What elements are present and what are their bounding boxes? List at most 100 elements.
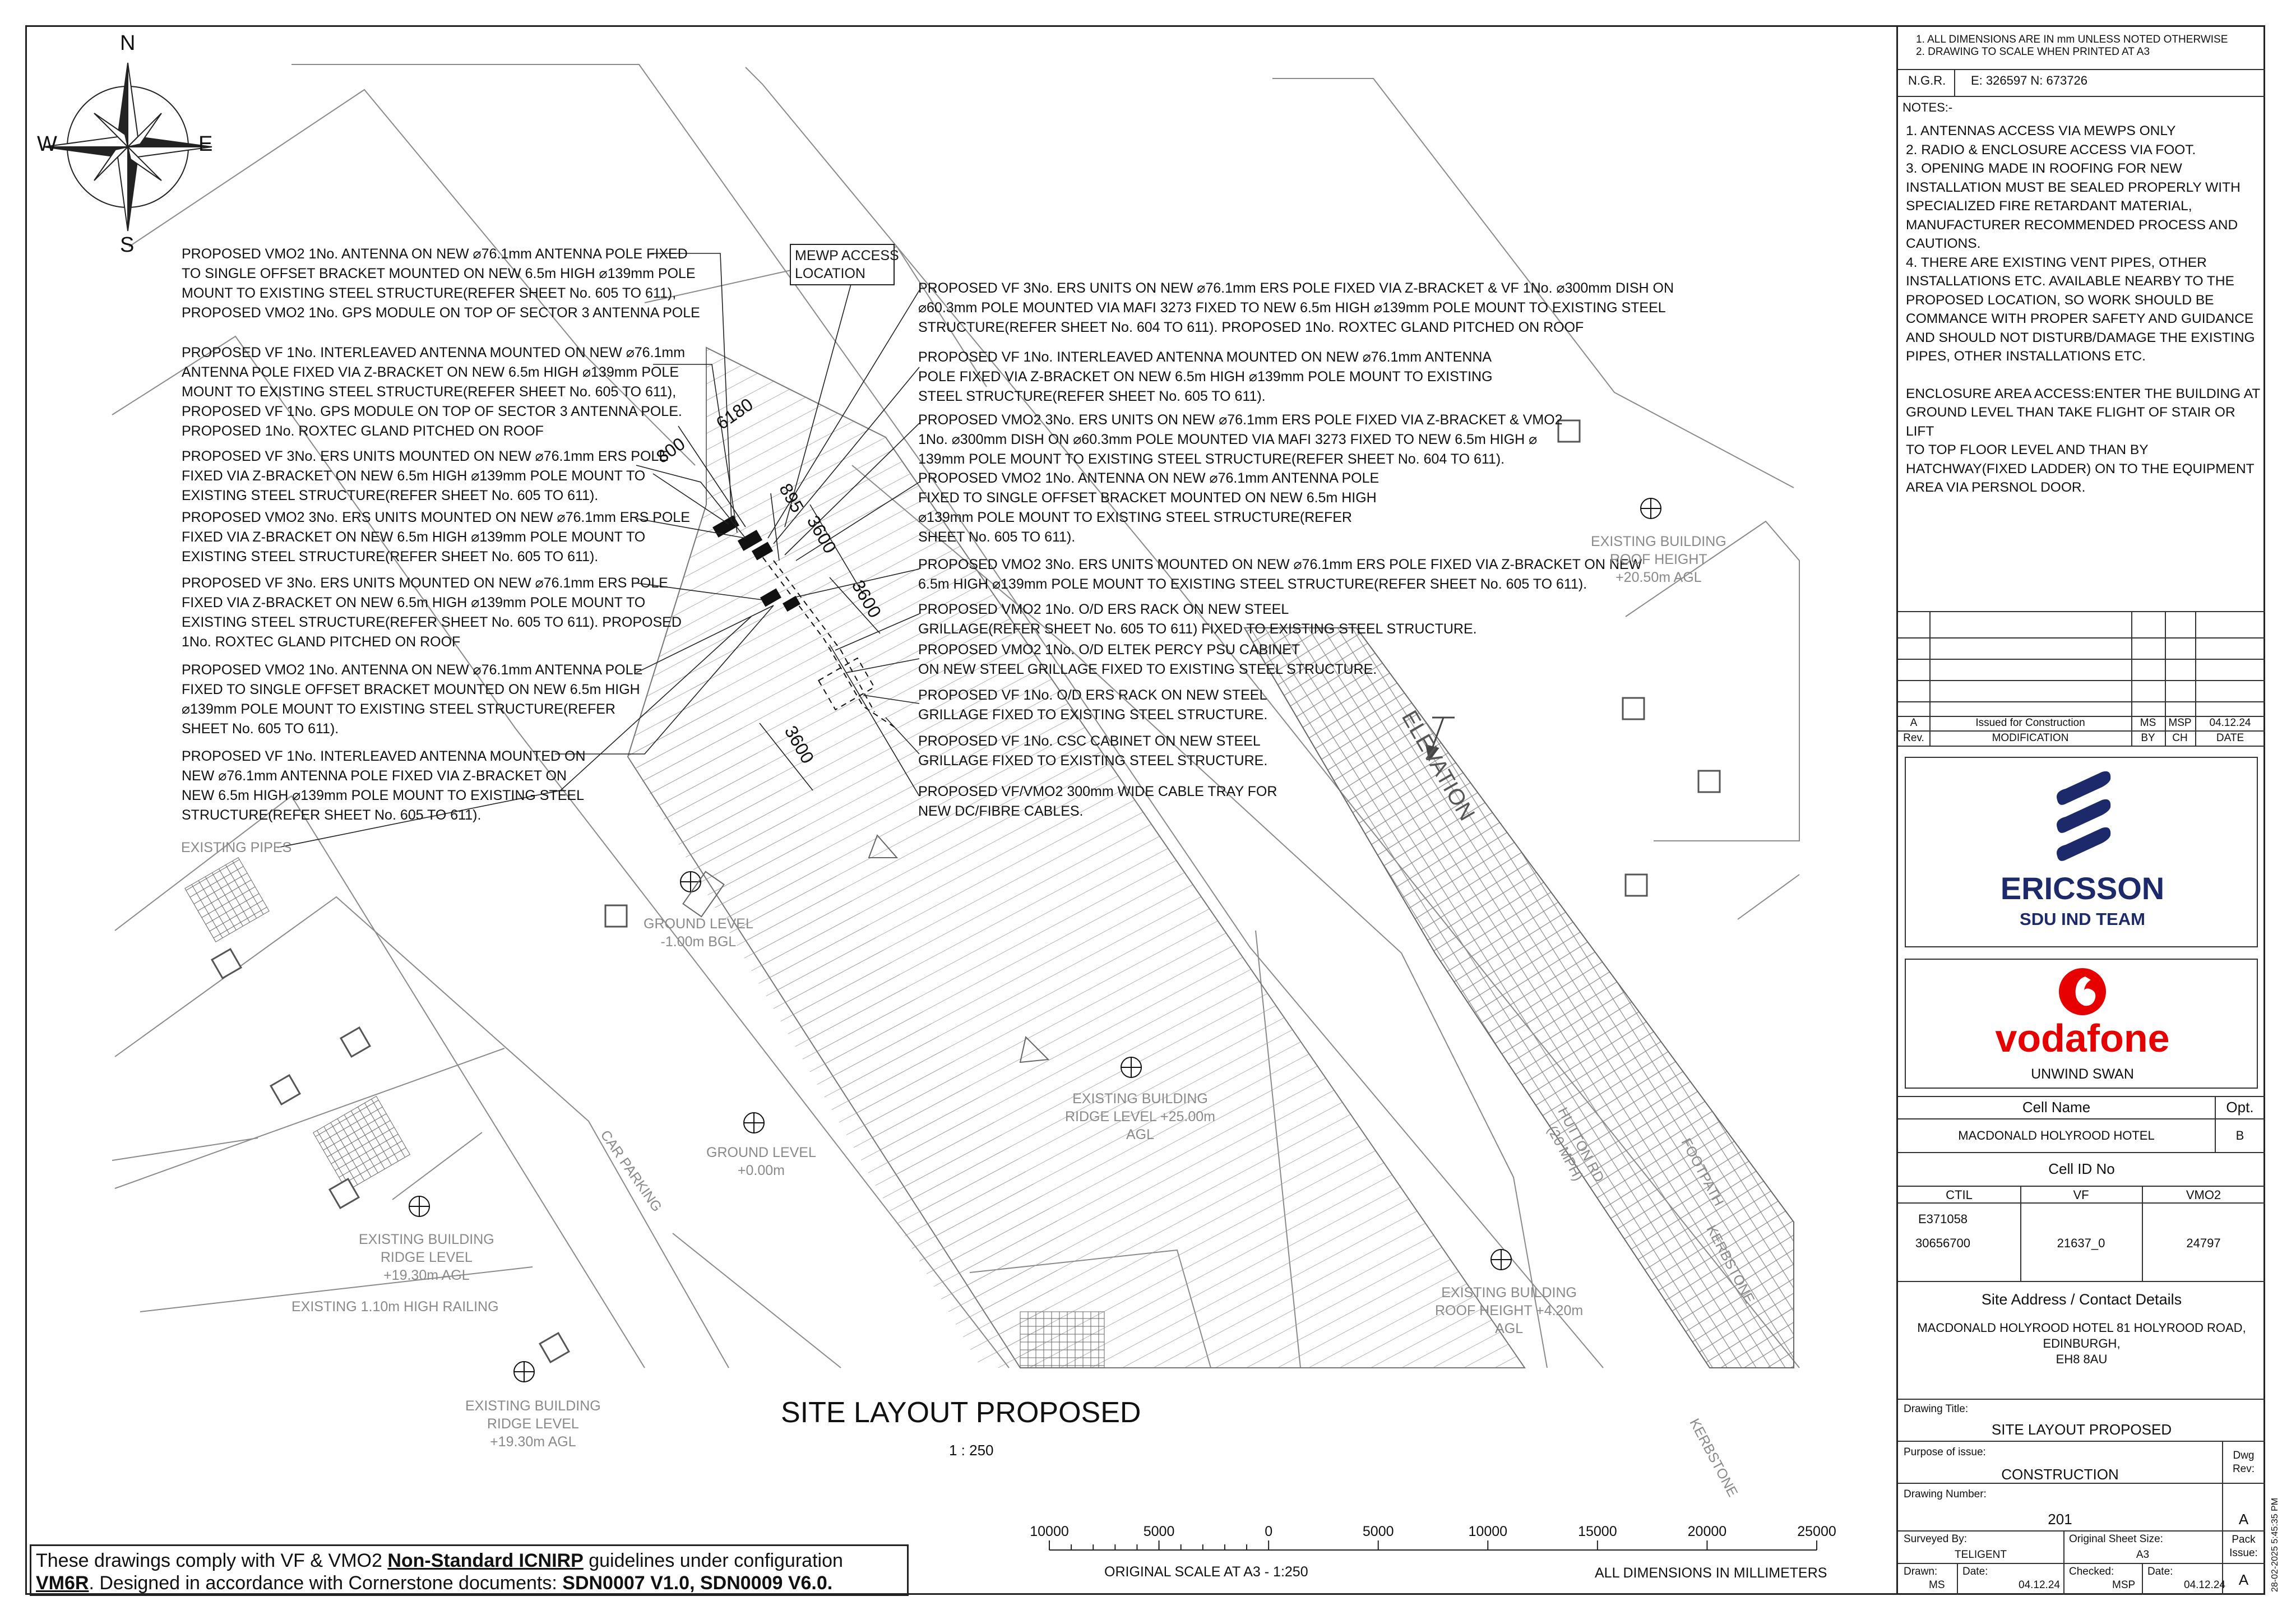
vodafone-logo-box: vodafone UNWIND SWAN [1905, 959, 2258, 1089]
note-line: 2. RADIO & ENCLOSURE ACCESS VIA FOOT. [1906, 142, 2196, 158]
drawing-title-value: SITE LAYOUT PROPOSED [1991, 1421, 2172, 1438]
left-note-1-line-4: PROPOSED VMO2 1No. GPS MODULE ON TOP OF … [182, 305, 700, 321]
roof-420-line-3: AGL [1495, 1321, 1524, 1336]
right-note-2-line-2: POLE FIXED VIA Z-BRACKET ON NEW 6.5m HIG… [918, 369, 1493, 385]
scale-tick-label: 20000 [1687, 1524, 1727, 1539]
note-line [1906, 366, 2265, 385]
right-note-5-line-1: PROPOSED VMO2 3No. ERS UNITS MOUNTED ON … [918, 557, 1642, 572]
scale-bar-right-label: ALL DIMENSIONS IN MILLIMETERS [1595, 1565, 1827, 1581]
right-note-5-line-2: 6.5m HIGH ⌀139mm POLE MOUNT TO EXISTING … [918, 576, 1587, 592]
mewp-line-2: LOCATION [795, 266, 865, 281]
pack-issue-label: Pack Issue: [2229, 1534, 2258, 1559]
ground-level-label-1: GROUND LEVEL -1.00m BGL [644, 915, 753, 951]
left-note-7: PROPOSED VF 1No. INTERLEAVED ANTENNA MOU… [182, 747, 586, 825]
right-note-9: PROPOSED VF 1No. CSC CABINET ON NEW STEE… [918, 732, 1267, 771]
compliance-docs: SDN0007 V1.0, SDN0009 V6.0. [562, 1572, 833, 1594]
left-note-2-line-4: PROPOSED VF 1No. GPS MODULE ON TOP OF SE… [182, 404, 682, 419]
compliance-statement: These drawings comply with VF & VMO2 Non… [30, 1544, 909, 1596]
note-line: PIPES, OTHER INSTALLATIONS ETC. [1906, 349, 2146, 364]
right-note-7: PROPOSED VMO2 1No. O/D ELTEK PERCY PSU C… [918, 640, 1377, 679]
site-plan-drawing [43, 62, 1817, 1551]
roof-height-label-420: EXISTING BUILDING ROOF HEIGHT +4.20m AGL [1435, 1284, 1583, 1338]
existing-pipes-label: EXISTING PIPES [181, 840, 292, 855]
pack-issue-value: A [2238, 1571, 2249, 1588]
vmo2-value: 24797 [2186, 1236, 2221, 1250]
plan-title: SITE LAYOUT PROPOSED [781, 1396, 1141, 1429]
rev-date: 04.12.24 [2209, 717, 2251, 729]
left-note-6-line-3: ⌀139mm POLE MOUNT TO EXISTING STEEL STRU… [182, 701, 615, 717]
ridge-level-label-25: EXISTING BUILDING RIDGE LEVEL +25.00m AG… [1065, 1090, 1215, 1144]
leader-lines [277, 253, 920, 848]
left-note-3-line-2: FIXED VIA Z-BRACKET ON NEW 6.5m HIGH ⌀13… [182, 468, 646, 484]
right-note-8-line-2: GRILLAGE FIXED TO EXISTING STEEL STRUCTU… [918, 707, 1268, 723]
roof-hatch-area-2 [628, 673, 1065, 1368]
ridge-25-line-1: EXISTING BUILDING [1072, 1091, 1208, 1107]
note-line: TO TOP FLOOR LEVEL AND THAN BY [1906, 442, 2149, 457]
cable-tray-dashed [756, 549, 897, 729]
checked-value: MSP [2112, 1579, 2136, 1591]
notes-title: NOTES:- [1902, 100, 1953, 114]
right-note-1-line-1: PROPOSED VF 3No. ERS UNITS ON NEW ⌀76.1m… [918, 280, 1674, 296]
surveyed-label: Surveyed By: [1904, 1533, 1967, 1545]
date-label-1: Date: [1962, 1566, 1988, 1577]
opt-label: Opt. [2226, 1099, 2254, 1116]
note-line: AND SHOULD NOT DISTURB/DAMAGE THE EXISTI… [1906, 330, 2255, 345]
right-note-6-line-1: PROPOSED VMO2 1No. O/D ERS RACK ON NEW S… [918, 602, 1289, 617]
rev-modification: Issued for Construction [1975, 717, 2085, 729]
ground-level-1-line-2: -1.00m BGL [660, 934, 737, 950]
left-note-1: PROPOSED VMO2 1No. ANTENNA ON NEW ⌀76.1m… [182, 244, 700, 323]
note-line: 3. OPENING MADE IN ROOFING FOR NEW [1906, 161, 2182, 176]
right-note-3-line-1: PROPOSED VMO2 3No. ERS UNITS ON NEW ⌀76.… [918, 412, 1563, 428]
ridge-25-line-3: AGL [1126, 1127, 1154, 1142]
left-note-2-line-1: PROPOSED VF 1No. INTERLEAVED ANTENNA MOU… [182, 345, 686, 360]
left-note-4-line-1: PROPOSED VMO2 3No. ERS UNITS MOUNTED ON … [182, 510, 690, 525]
left-note-1-line-1: PROPOSED VMO2 1No. ANTENNA ON NEW ⌀76.1m… [182, 246, 688, 262]
drawing-sheet-border [25, 25, 2265, 1595]
note-line: SPECIALIZED FIRE RETARDANT MATERIAL, [1906, 198, 2192, 214]
rev-value: A [1910, 717, 1918, 729]
ridge-25-line-2: RIDGE LEVEL +25.00m [1065, 1109, 1215, 1125]
compass-west-label: W [37, 132, 57, 156]
site-address-line-1: MACDONALD HOLYROOD HOTEL 81 HOLYROOD ROA… [1917, 1321, 2246, 1335]
left-note-2-line-2: ANTENNA POLE FIXED VIA Z-BRACKET ON NEW … [182, 364, 679, 380]
vodafone-logo-icon [2059, 968, 2106, 1015]
left-note-2: PROPOSED VF 1No. INTERLEAVED ANTENNA MOU… [182, 343, 685, 441]
right-note-4-line-2: FIXED TO SINGLE OFFSET BRACKET MOUNTED O… [918, 490, 1377, 506]
drawing-title-label: Drawing Title: [1904, 1403, 1969, 1415]
right-note-4-line-1: PROPOSED VMO2 1No. ANTENNA ON NEW ⌀76.1m… [918, 470, 1380, 486]
right-note-7-line-1: PROPOSED VMO2 1No. O/D ELTEK PERCY PSU C… [918, 642, 1300, 658]
by-header: BY [2141, 732, 2155, 744]
right-note-1-line-3: STRUCTURE(REFER SHEET No. 604 TO 611). P… [918, 320, 1584, 335]
ground-level-2-line-2: +0.00m [737, 1163, 785, 1178]
tiled-roof-2 [313, 1095, 410, 1192]
right-note-9-line-2: GRILLAGE FIXED TO EXISTING STEEL STRUCTU… [918, 753, 1268, 769]
right-note-4: PROPOSED VMO2 1No. ANTENNA ON NEW ⌀76.1m… [918, 469, 1379, 547]
note-line: CAUTIONS. [1906, 236, 1981, 251]
roof-pitch-arrows [868, 834, 1050, 1063]
roof-420-line-2: ROOF HEIGHT +4.20m [1435, 1303, 1584, 1318]
right-note-10-line-2: NEW DC/FIBRE CABLES. [918, 803, 1084, 819]
modification-header: MODIFICATION [1992, 732, 2069, 744]
right-note-2-line-3: STEEL STRUCTURE(REFER SHEET No. 605 TO 6… [918, 388, 1266, 404]
right-note-8: PROPOSED VF 1No. O/D ERS RACK ON NEW STE… [918, 686, 1267, 725]
vmo2-header: VMO2 [2186, 1188, 2221, 1202]
note-line: PROPOSED LOCATION, SO WORK SHOULD BE [1906, 292, 2214, 308]
left-note-4-line-3: EXISTING STEEL STRUCTURE(REFER SHEET No.… [182, 549, 599, 565]
left-note-3-line-1: PROPOSED VF 3No. ERS UNITS MOUNTED ON NE… [182, 448, 668, 464]
right-note-1: PROPOSED VF 3No. ERS UNITS ON NEW ⌀76.1m… [918, 279, 1674, 337]
compliance-text-2: guidelines under configuration [583, 1550, 843, 1571]
note-line: AREA VIA PERSNOL DOOR. [1906, 480, 2086, 495]
left-note-3-line-3: EXISTING STEEL STRUCTURE(REFER SHEET No.… [182, 488, 599, 503]
checked-label: Checked: [2069, 1566, 2114, 1577]
ridge-2-line-1: EXISTING BUILDING [465, 1398, 601, 1414]
header-note-1: 1. ALL DIMENSIONS ARE IN mm UNLESS NOTED… [1916, 34, 2228, 45]
note-line: 4. THERE ARE EXISTING VENT PIPES, OTHER [1906, 255, 2207, 270]
footpath-paving [1243, 627, 1794, 1368]
mewp-label: MEWP ACCESS LOCATION [795, 247, 899, 283]
ground-level-label-2: GROUND LEVEL +0.00m [706, 1144, 816, 1179]
left-note-6-line-4: SHEET No. 605 TO 611). [182, 721, 339, 737]
drawing-number-label: Drawing Number: [1904, 1488, 1987, 1500]
railing-label: EXISTING 1.10m HIGH RAILING [291, 1299, 499, 1315]
purpose-label: Purpose of issue: [1904, 1446, 1986, 1458]
